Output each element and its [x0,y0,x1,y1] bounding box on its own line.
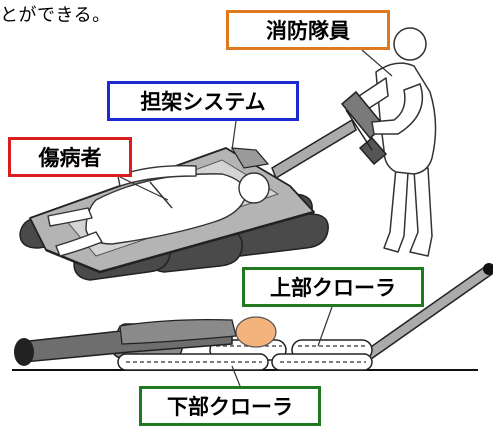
leader-lines [119,49,393,387]
caption-text: とができる。 [0,5,111,26]
patient-figure [47,165,270,257]
lower-crawler-track [117,353,373,371]
label-patient: 傷病者 [8,137,132,177]
firefighter-arm [371,83,424,135]
label-upper-crawler: 上部クローラ [242,267,424,307]
pull-handle [271,118,357,180]
firefighter-figure [349,27,437,257]
lying-patient-side [14,316,277,366]
label-stretcher-system: 担架システム [107,81,299,121]
label-firefighter: 消防隊員 [226,10,390,50]
label-lower-crawler: 下部クローラ [139,386,321,426]
